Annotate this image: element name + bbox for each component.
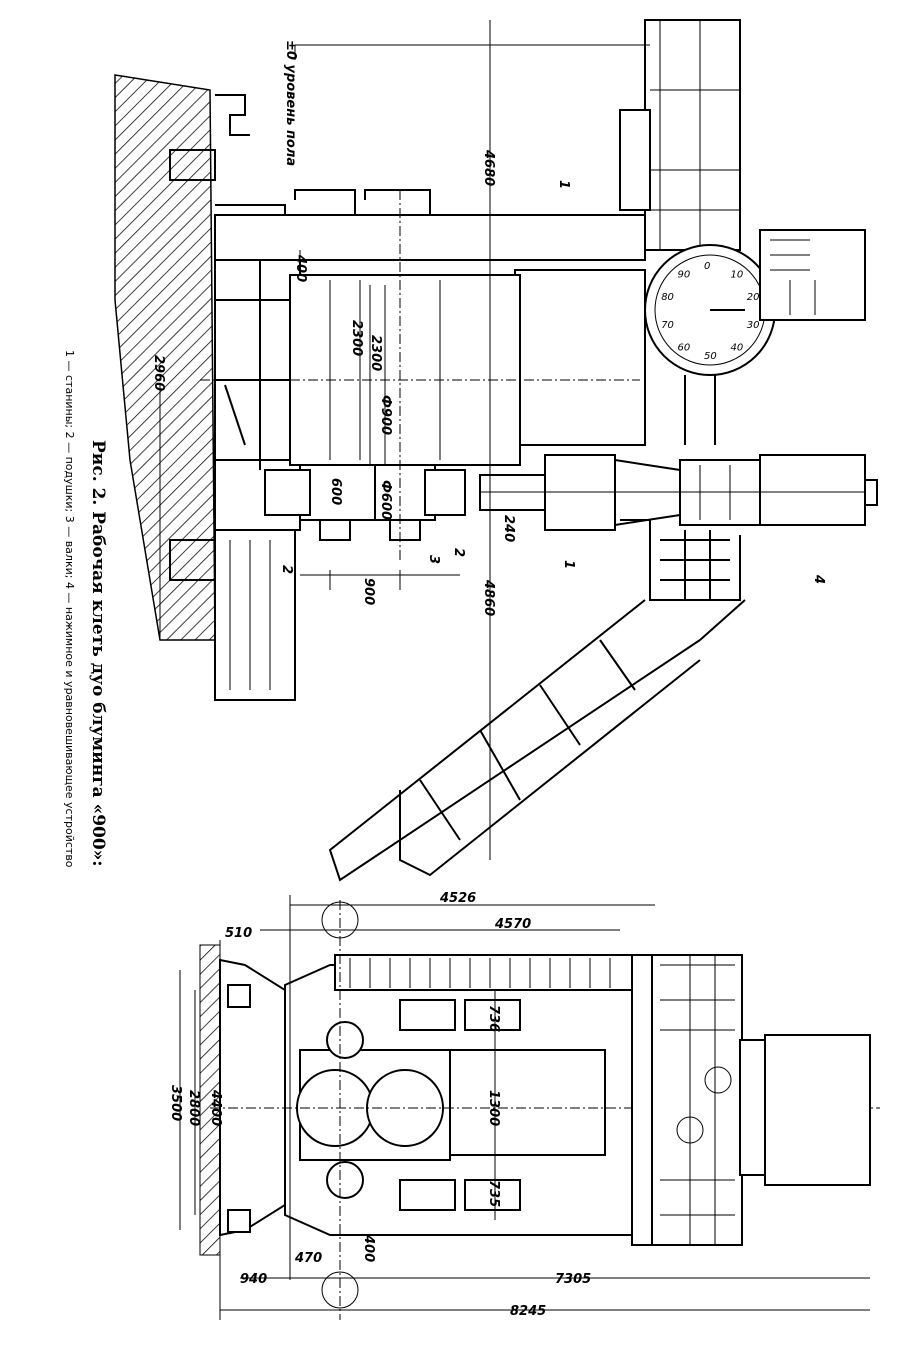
dim-7305: 7305: [555, 1272, 591, 1287]
dim-2300-b: 2300: [368, 335, 383, 371]
screw-device: [479, 454, 878, 531]
dial-mark-40: 40: [731, 342, 744, 353]
dim-400: 400: [293, 254, 308, 282]
dim-470: 470: [294, 1251, 322, 1266]
callout-1a: 1: [556, 180, 571, 189]
dim-phi600: Ф600: [378, 480, 393, 520]
dim-510: 510: [225, 926, 252, 941]
figure-caption: Рис. 2. Рабочая клеть дуо блуминга «900»…: [63, 350, 108, 868]
callout-1b: 1: [561, 560, 576, 569]
dial-mark-70: 70: [661, 320, 674, 331]
plan-dimension-lines: [179, 895, 870, 1320]
dim-2960: 2960: [151, 355, 166, 391]
callout-2b: 2: [451, 548, 466, 557]
figure-title: Рис. 2. Рабочая клеть дуо блуминга «900»…: [88, 440, 108, 867]
dim-1300: 1300: [486, 1090, 501, 1126]
dim-2300-a: 2300: [349, 320, 364, 356]
section-view: [114, 19, 878, 882]
dial-mark-20: 20: [747, 292, 760, 303]
dim-4400: 4400: [208, 1089, 223, 1126]
dim-4680: 4680: [481, 149, 496, 186]
plan-view: [199, 900, 880, 1320]
dim-736: 736: [486, 1005, 501, 1032]
pressing-mechanism: [619, 19, 866, 445]
dim-900: 900: [361, 578, 376, 605]
dim-4570: 4570: [494, 917, 531, 932]
callout-3: 3: [426, 555, 441, 564]
floor-level-label: ±0 уровень пола: [283, 40, 298, 166]
dial-mark-80: 80: [661, 292, 674, 303]
dim-4860: 4860: [481, 579, 496, 616]
dial-mark-0: 0: [704, 261, 710, 272]
dim-phi900: Ф900: [378, 395, 393, 435]
upper-boxes: [215, 189, 431, 215]
dim-2800: 2800: [186, 1090, 201, 1126]
figure-legend: 1 — станины; 2 — подушки; 3 — валки; 4 —…: [63, 350, 76, 868]
dim-400-plan: 400: [361, 1234, 376, 1262]
dial-mark-90: 90: [678, 270, 691, 281]
plan-labels: 4526 4570 510 3500 2800 4400 736 1300 73…: [168, 891, 591, 1319]
dial-mark-10: 10: [731, 270, 744, 281]
dial-mark-60: 60: [678, 342, 691, 353]
callout-2a: 2: [279, 565, 294, 574]
dim-940: 940: [240, 1272, 267, 1287]
dim-600: 600: [328, 478, 343, 505]
support-frame: [328, 519, 746, 882]
dim-4526: 4526: [439, 891, 476, 906]
dim-3500: 3500: [168, 1085, 183, 1121]
chocks: [264, 469, 466, 516]
dim-240: 240: [501, 515, 516, 542]
dial-mark-30: 30: [747, 320, 760, 331]
dim-8245: 8245: [510, 1304, 546, 1319]
dim-735: 735: [486, 1180, 501, 1207]
dial-mark-50: 50: [704, 351, 717, 362]
section-dimension-lines: [159, 20, 650, 860]
callout-4: 4: [811, 574, 826, 584]
section-labels: ±0 уровень пола 4680 400 2300 2300 Ф900 …: [151, 40, 826, 616]
